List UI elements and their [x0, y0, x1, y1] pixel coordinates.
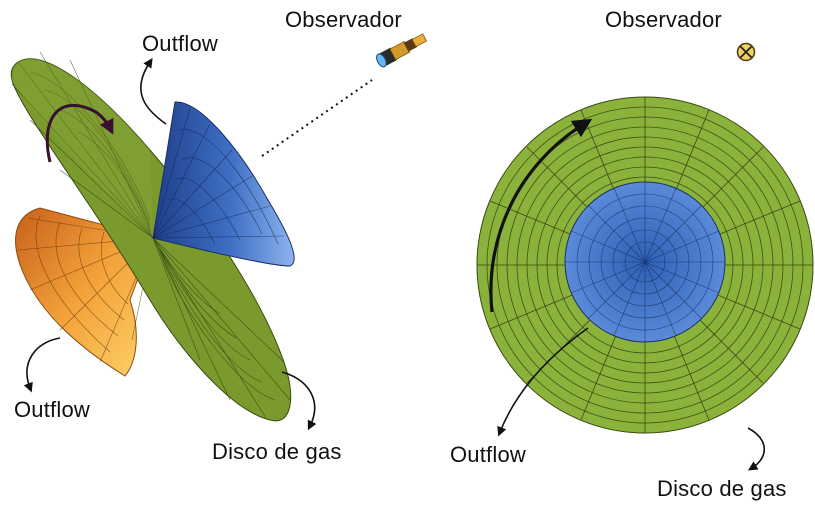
left-panel	[10, 33, 428, 431]
blue-outflow-cone	[152, 101, 295, 267]
outflow-top-label: Outflow	[142, 31, 218, 56]
disk-left-arrow	[281, 371, 317, 431]
rotation-arrow	[45, 104, 114, 163]
telescope-icon	[376, 33, 428, 68]
outflow-right-label: Outflow	[450, 442, 526, 467]
observer-label-right: Observador	[605, 7, 722, 32]
outflow-grid	[565, 182, 725, 342]
into-page-symbol-icon	[736, 42, 756, 62]
outflow-bottom-label: Outflow	[14, 397, 90, 422]
outflow-bottom-arrow	[23, 337, 61, 393]
outflow-top-arrow	[140, 58, 167, 125]
observer-label-left: Observador	[285, 7, 402, 32]
right-panel	[476, 42, 814, 471]
disk-label-left: Disco de gas	[212, 439, 342, 464]
outflow-right-arrow	[497, 327, 589, 437]
disk-label-right: Disco de gas	[657, 476, 787, 501]
tilted-gas-disk	[10, 51, 292, 422]
rotation-arrow-right	[489, 118, 593, 313]
disk-right-arrow	[747, 427, 766, 471]
line-of-sight	[261, 79, 373, 157]
